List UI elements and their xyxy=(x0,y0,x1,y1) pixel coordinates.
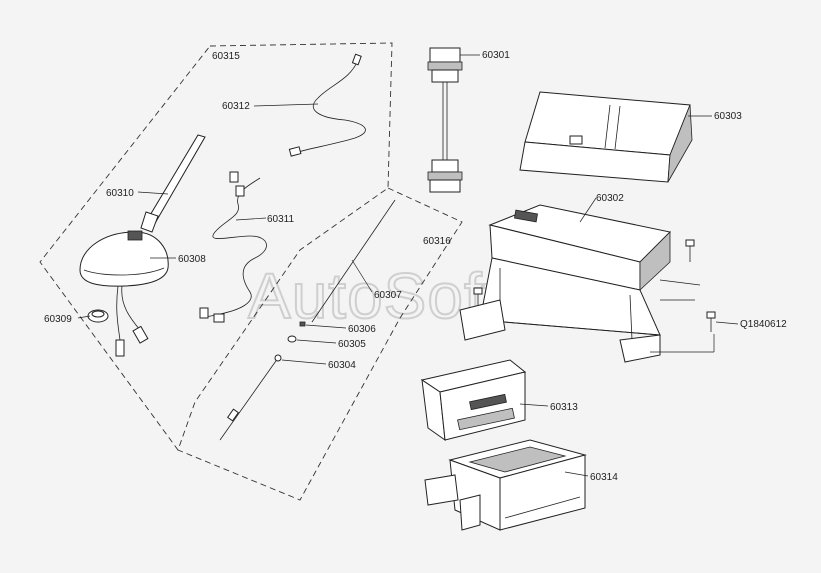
bolt-left xyxy=(473,287,483,306)
callout-60312: 60312 xyxy=(222,101,250,112)
connector-cable-60301 xyxy=(427,47,463,193)
callout-60303: 60303 xyxy=(714,111,742,122)
antenna-cap-60305 xyxy=(287,335,297,343)
antenna-extension-cable xyxy=(288,53,366,157)
callout-60316: 60316 xyxy=(423,236,451,247)
antenna-cable-harness xyxy=(199,171,267,323)
antenna-washer-60306 xyxy=(299,321,306,327)
leader-lines xyxy=(77,54,739,477)
callout-60308: 60308 xyxy=(178,254,206,265)
antenna-base xyxy=(79,230,169,357)
radio-cover-60303 xyxy=(519,91,693,183)
head-unit-60313 xyxy=(420,359,527,442)
callout-60309: 60309 xyxy=(44,314,72,325)
group-boundary-60316 xyxy=(177,187,463,501)
callout-60304: 60304 xyxy=(328,360,356,371)
callout-60311: 60311 xyxy=(267,214,295,225)
group-boundary-60315 xyxy=(39,42,393,451)
callout-q1840612: Q1840612 xyxy=(740,319,787,330)
callout-60305: 60305 xyxy=(338,339,366,350)
callout-60306: 60306 xyxy=(348,324,376,335)
callout-60302: 60302 xyxy=(596,193,624,204)
amplifier-60314 xyxy=(424,439,587,531)
radio-unit-bracket-60302 xyxy=(459,204,701,363)
callout-60314: 60314 xyxy=(590,472,618,483)
watermark: AutoSoft xyxy=(248,260,502,332)
callout-60315: 60315 xyxy=(212,51,240,62)
bolt-upper xyxy=(685,239,695,262)
antenna-nut xyxy=(87,309,109,323)
callout-labels: 60315 60312 60310 60311 60308 60309 6031… xyxy=(44,50,787,483)
callout-60313: 60313 xyxy=(550,402,578,413)
antenna-mast xyxy=(140,134,206,233)
callout-60301: 60301 xyxy=(482,50,510,61)
antenna-rod-60307 xyxy=(311,199,396,323)
callout-60307: 60307 xyxy=(374,290,402,301)
antenna-rod-60304 xyxy=(219,354,282,441)
bolt-q1840612 xyxy=(706,311,716,332)
callout-60310: 60310 xyxy=(106,188,134,199)
